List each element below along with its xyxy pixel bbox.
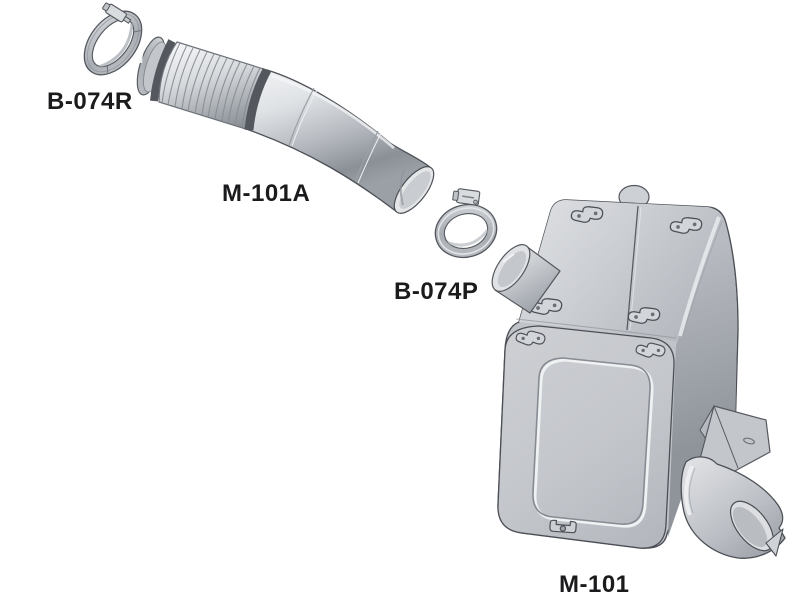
clamp-bolt <box>102 2 132 24</box>
flange-dark-ring <box>150 39 176 102</box>
clamp-bolt-housing <box>452 188 481 206</box>
mounting-bracket <box>699 405 771 473</box>
part-label-m101a: M-101A <box>222 180 310 207</box>
flex-exhaust-pipe <box>136 36 435 214</box>
inlet-stub <box>491 244 561 314</box>
muffler-top-face <box>519 200 721 341</box>
v-band-clamp-front <box>83 2 143 76</box>
part-label-b074p: B-074P <box>394 278 478 305</box>
part-label-m101: M-101 <box>559 571 630 598</box>
muffler-assembly <box>491 184 786 559</box>
bellows-end-band <box>244 67 271 131</box>
muffler-right-cap <box>668 216 738 537</box>
pipe-body <box>244 67 435 214</box>
band-clamp-rear <box>434 188 498 259</box>
part-label-b074r: B-074R <box>47 88 133 115</box>
outlet-elbow <box>680 456 786 559</box>
pipe-flange <box>136 36 167 96</box>
top-seam <box>626 205 639 331</box>
access-door <box>532 357 654 528</box>
pipe-outlet-mouth <box>393 166 435 214</box>
